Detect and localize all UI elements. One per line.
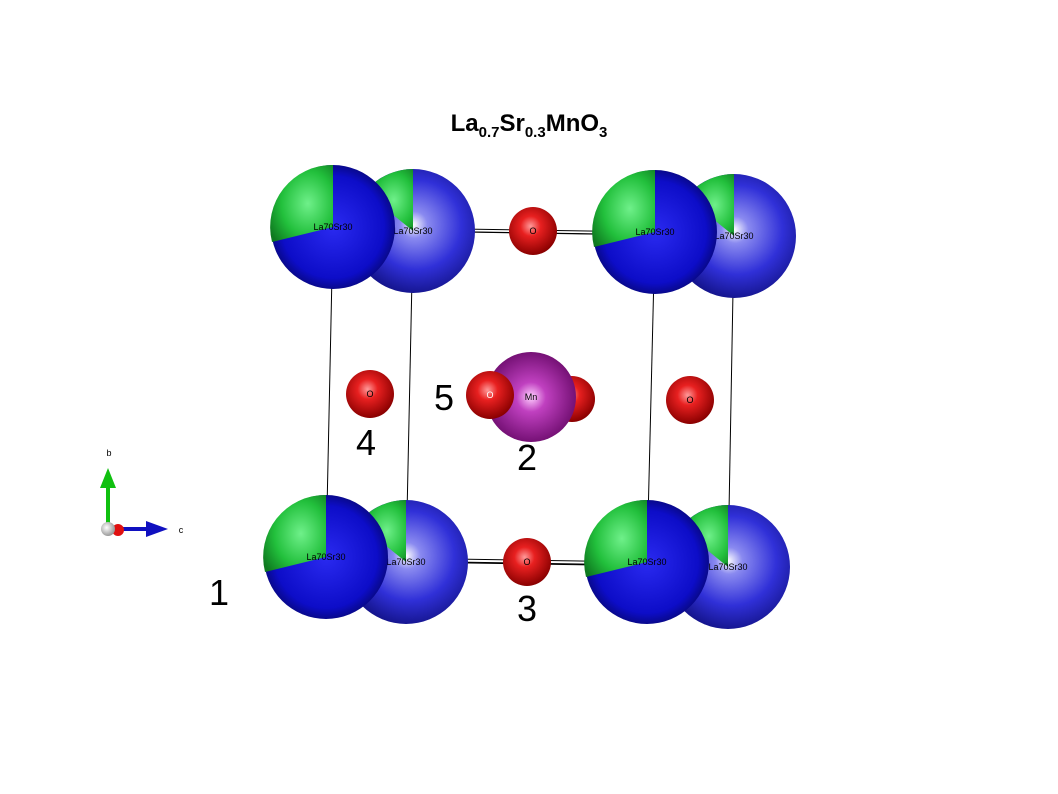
oxygen-atom-front-center: O — [466, 371, 514, 419]
atom-label: La70Sr30 — [635, 227, 674, 237]
site-number-1: 1 — [209, 572, 230, 613]
oxygen-atom-top-edge: O — [509, 207, 557, 255]
axis-c-label: c — [179, 525, 184, 535]
axis-b-arrowhead — [100, 468, 116, 488]
manganese-atom: Mn — [486, 352, 576, 442]
site-number-5: 5 — [434, 377, 455, 418]
title-sr-sub: 0.3 — [524, 123, 546, 141]
atom-label: La70Sr30 — [306, 552, 345, 562]
atom-label: O — [523, 557, 530, 567]
axis-origin-sphere — [101, 522, 115, 536]
oxygen-atom-left-face: O — [346, 370, 394, 418]
atom-label: O — [686, 395, 693, 405]
a-site-atom-front-top-left: La70Sr30 — [270, 164, 395, 289]
axis-b-label: b — [106, 448, 111, 458]
title-mno: MnO — [545, 110, 600, 137]
orientation-axes: b c — [100, 448, 184, 537]
site-number-2: 2 — [517, 437, 538, 478]
atom-label: La70Sr30 — [393, 226, 432, 236]
title-mno-sub: 3 — [599, 123, 608, 141]
atom-label: O — [486, 390, 493, 400]
axis-c-arrowhead — [146, 521, 168, 537]
title-sr: Sr — [499, 110, 525, 137]
atom-label: La70Sr30 — [386, 557, 425, 567]
structure-title: La0.7Sr0.3MnO3 — [0, 110, 1058, 141]
atom-label: O — [366, 389, 373, 399]
oxygen-atom-right-face: O — [666, 376, 714, 424]
atom-label: La70Sr30 — [627, 557, 666, 567]
site-number-3: 3 — [517, 588, 538, 629]
atom-label: La70Sr30 — [714, 231, 753, 241]
title-la: La — [450, 110, 479, 137]
a-site-atom-front-bottom-right: La70Sr30 — [584, 499, 709, 624]
atom-label: O — [529, 226, 536, 236]
atom-label: La70Sr30 — [313, 222, 352, 232]
axis-a-dot — [112, 524, 124, 536]
atom-label: Mn — [525, 392, 538, 402]
atom-label: La70Sr30 — [708, 562, 747, 572]
site-number-4: 4 — [356, 422, 377, 463]
oxygen-atom-bottom-edge: O — [503, 538, 551, 586]
a-site-atom-front-bottom-left: La70Sr30 — [263, 494, 388, 619]
a-site-atom-front-top-right: La70Sr30 — [592, 169, 717, 294]
title-la-sub: 0.7 — [478, 123, 500, 141]
